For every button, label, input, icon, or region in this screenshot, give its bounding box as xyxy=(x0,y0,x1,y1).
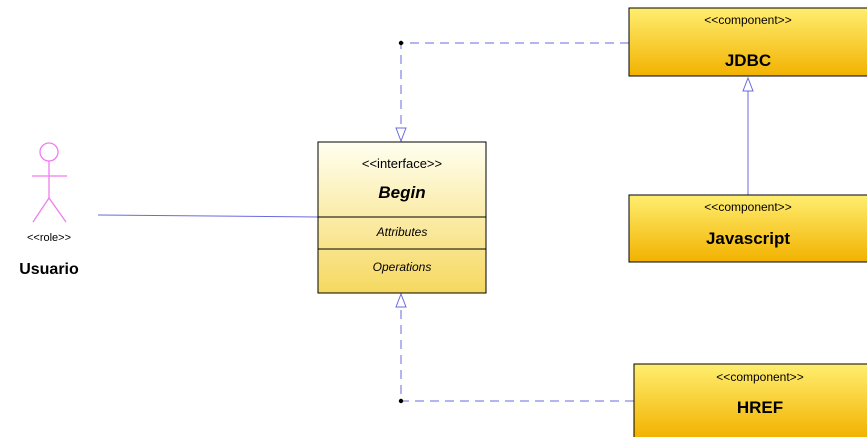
connector-dot-icon xyxy=(398,40,404,46)
open-arrowhead-icon xyxy=(395,292,407,308)
actor-name: Usuario xyxy=(19,261,79,278)
connector-dot-icon xyxy=(398,398,404,404)
component-name: Javascript xyxy=(706,229,790,248)
component-stereotype: <<component>> xyxy=(704,13,791,27)
stick-figure-icon xyxy=(32,142,67,223)
component-javascript[interactable]: <<component>> Javascript xyxy=(628,194,867,263)
generalization-javascript-jdbc[interactable] xyxy=(742,76,754,195)
dependency-href-begin[interactable] xyxy=(395,292,634,404)
dependency-jdbc-begin[interactable] xyxy=(395,40,629,143)
interface-name: Begin xyxy=(378,183,425,202)
actor-usuario[interactable]: <<role>> Usuario xyxy=(19,142,79,278)
operations-label: Operations xyxy=(373,260,432,274)
component-name: JDBC xyxy=(725,51,771,70)
association-line[interactable] xyxy=(97,214,319,218)
component-name: HREF xyxy=(737,398,783,417)
component-href[interactable]: <<component>> HREF xyxy=(633,363,867,437)
component-stereotype: <<component>> xyxy=(704,200,791,214)
interface-begin[interactable]: <<interface>> Begin Attributes Operation… xyxy=(317,141,487,294)
attributes-label: Attributes xyxy=(376,225,428,239)
component-jdbc[interactable]: <<component>> JDBC xyxy=(628,7,867,77)
actor-stereotype: <<role>> xyxy=(27,232,71,244)
component-stereotype: <<component>> xyxy=(716,370,803,384)
interface-stereotype: <<interface>> xyxy=(362,156,442,171)
open-arrowhead-icon xyxy=(395,127,407,143)
triangle-arrowhead-icon xyxy=(742,76,754,92)
connectors xyxy=(97,40,754,404)
